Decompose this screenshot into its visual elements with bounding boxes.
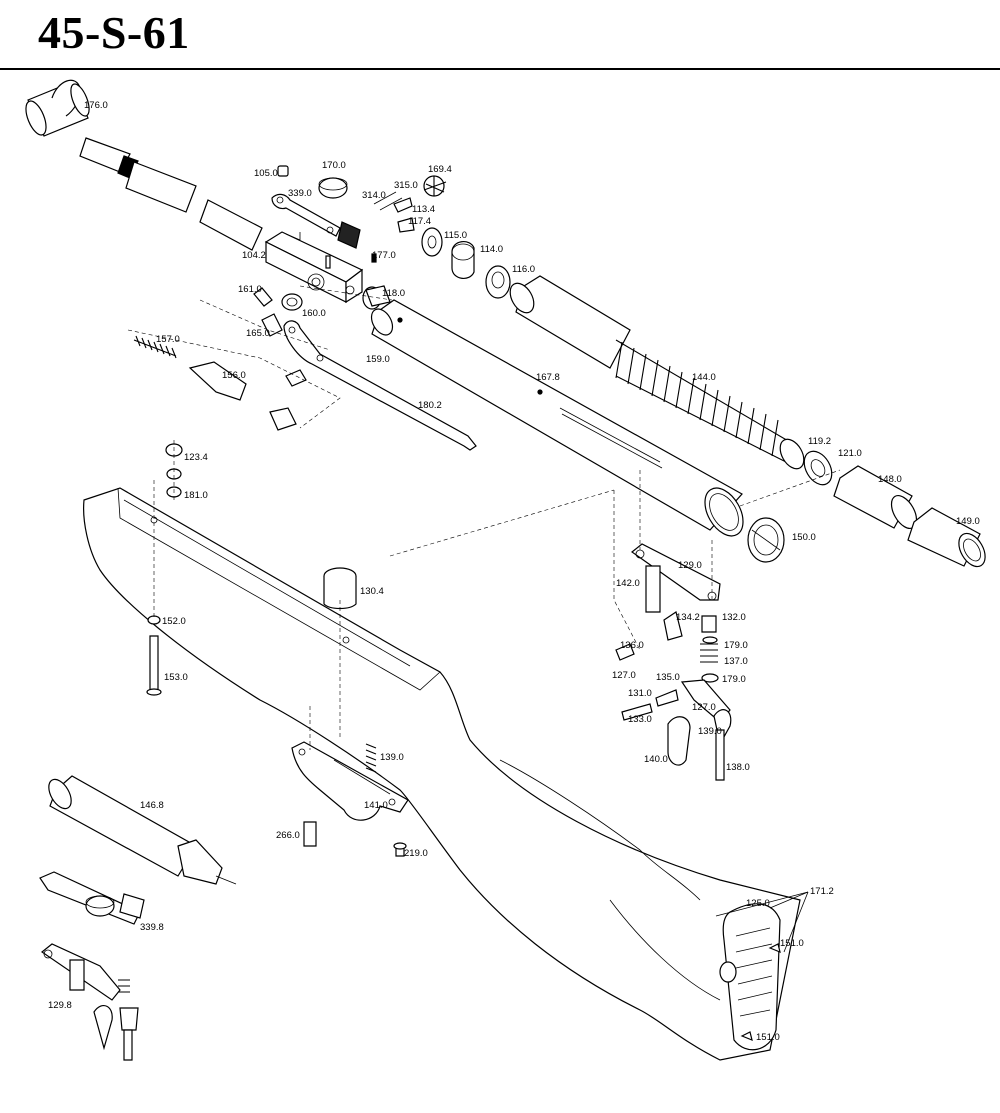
part-label: 135.0	[656, 672, 680, 683]
part-label: 339.0	[288, 188, 312, 199]
part-label: 104.2	[242, 250, 266, 261]
part-label: 160.0	[302, 308, 326, 319]
part-label: 151.0	[756, 1032, 780, 1043]
barrel	[79, 137, 263, 251]
part-label: 179.0	[722, 674, 746, 685]
part-label: 137.0	[724, 656, 748, 667]
part-label: 141.0	[364, 800, 388, 811]
trigger-assembly	[389, 470, 732, 781]
cocking-lever	[283, 320, 477, 451]
part-label: 114.0	[480, 244, 503, 255]
part-label: 131.0	[628, 688, 652, 699]
header-divider	[0, 68, 1000, 70]
trigger-guard	[291, 741, 409, 821]
part-label: 140.0	[644, 754, 668, 765]
rear-sight-assembly	[271, 165, 447, 263]
rifle-stock	[83, 487, 801, 1061]
part-label: 159.0	[366, 354, 390, 365]
part-label: 266.0	[276, 830, 300, 841]
part-label: 181.0	[184, 490, 208, 501]
part-label: 314.0	[362, 190, 386, 201]
part-label: 123.4	[184, 452, 208, 463]
part-label: 150.0	[792, 532, 816, 543]
piston-and-mainspring	[509, 275, 833, 486]
part-label: 136.0	[620, 640, 644, 651]
part-label: 219.0	[404, 848, 428, 859]
part-label: 121.0	[838, 448, 862, 459]
part-label: 129.0	[678, 560, 702, 571]
part-label: 129.8	[48, 1000, 72, 1011]
part-label: 165.0	[246, 328, 270, 339]
part-label: 117.4	[408, 216, 431, 227]
part-label: 315.0	[394, 180, 418, 191]
front-sight-assembly	[25, 79, 90, 137]
part-label: 149.0	[956, 516, 980, 527]
part-label: 125.0	[746, 898, 770, 909]
part-labels: 176.0 105.0 339.0 170.0 314.0 315.0 169.…	[48, 100, 980, 1043]
part-label: 156.0	[222, 370, 246, 381]
part-label: 119.2	[808, 436, 831, 447]
part-label: 146.8	[140, 800, 164, 811]
part-label: 113.4	[412, 204, 435, 215]
small-pins	[253, 285, 391, 337]
part-label: 115.0	[444, 230, 467, 241]
alternate-rear-sight	[39, 871, 145, 925]
assembly-lead-lines	[199, 285, 841, 750]
part-label: 169.4	[428, 164, 452, 175]
part-label: 132.0	[722, 612, 746, 623]
part-label: 176.0	[84, 100, 108, 111]
part-label: 152.0	[162, 616, 186, 627]
mainspring-coils	[615, 341, 779, 457]
part-label: 339.8	[140, 922, 164, 933]
part-label: 171.2	[810, 886, 834, 897]
part-label: 170.0	[322, 160, 346, 171]
part-label: 180.2	[418, 400, 442, 411]
part-label: 138.0	[726, 762, 750, 773]
receiver-block	[264, 231, 364, 304]
part-label: 179.0	[724, 640, 748, 651]
alternate-trigger-unit	[40, 943, 139, 1061]
part-label: 133.0	[628, 714, 652, 725]
piston-seals	[421, 227, 511, 299]
part-label: 139.0	[698, 726, 722, 737]
part-label: 139.0	[380, 752, 404, 763]
part-label: 127.0	[612, 670, 636, 681]
alternate-compression-tube	[48, 775, 237, 885]
part-label: 144.0	[692, 372, 716, 383]
part-label: 116.0	[512, 264, 535, 275]
compression-tube	[370, 299, 744, 537]
screws-and-washers	[146, 440, 781, 1041]
page-title: 45-S-61	[38, 7, 190, 58]
part-label: 142.0	[616, 578, 640, 589]
part-label: 167.8	[536, 372, 560, 383]
part-label: 148.0	[878, 474, 902, 485]
part-label: 127.0	[692, 702, 716, 713]
part-label: 153.0	[164, 672, 188, 683]
part-label: 157.0	[156, 334, 180, 345]
part-label: 151.0	[780, 938, 804, 949]
spring-guide-and-end-cap	[747, 465, 986, 568]
safety-spring-assembly	[127, 329, 341, 431]
part-label: 134.2	[676, 612, 700, 623]
part-label: 105.0	[254, 168, 278, 179]
part-label: 177.0	[372, 250, 396, 261]
part-label: 130.4	[360, 586, 384, 597]
stock-callout-lines	[715, 891, 809, 953]
part-label: 118.0	[382, 288, 405, 299]
part-label: 161.0	[238, 284, 262, 295]
